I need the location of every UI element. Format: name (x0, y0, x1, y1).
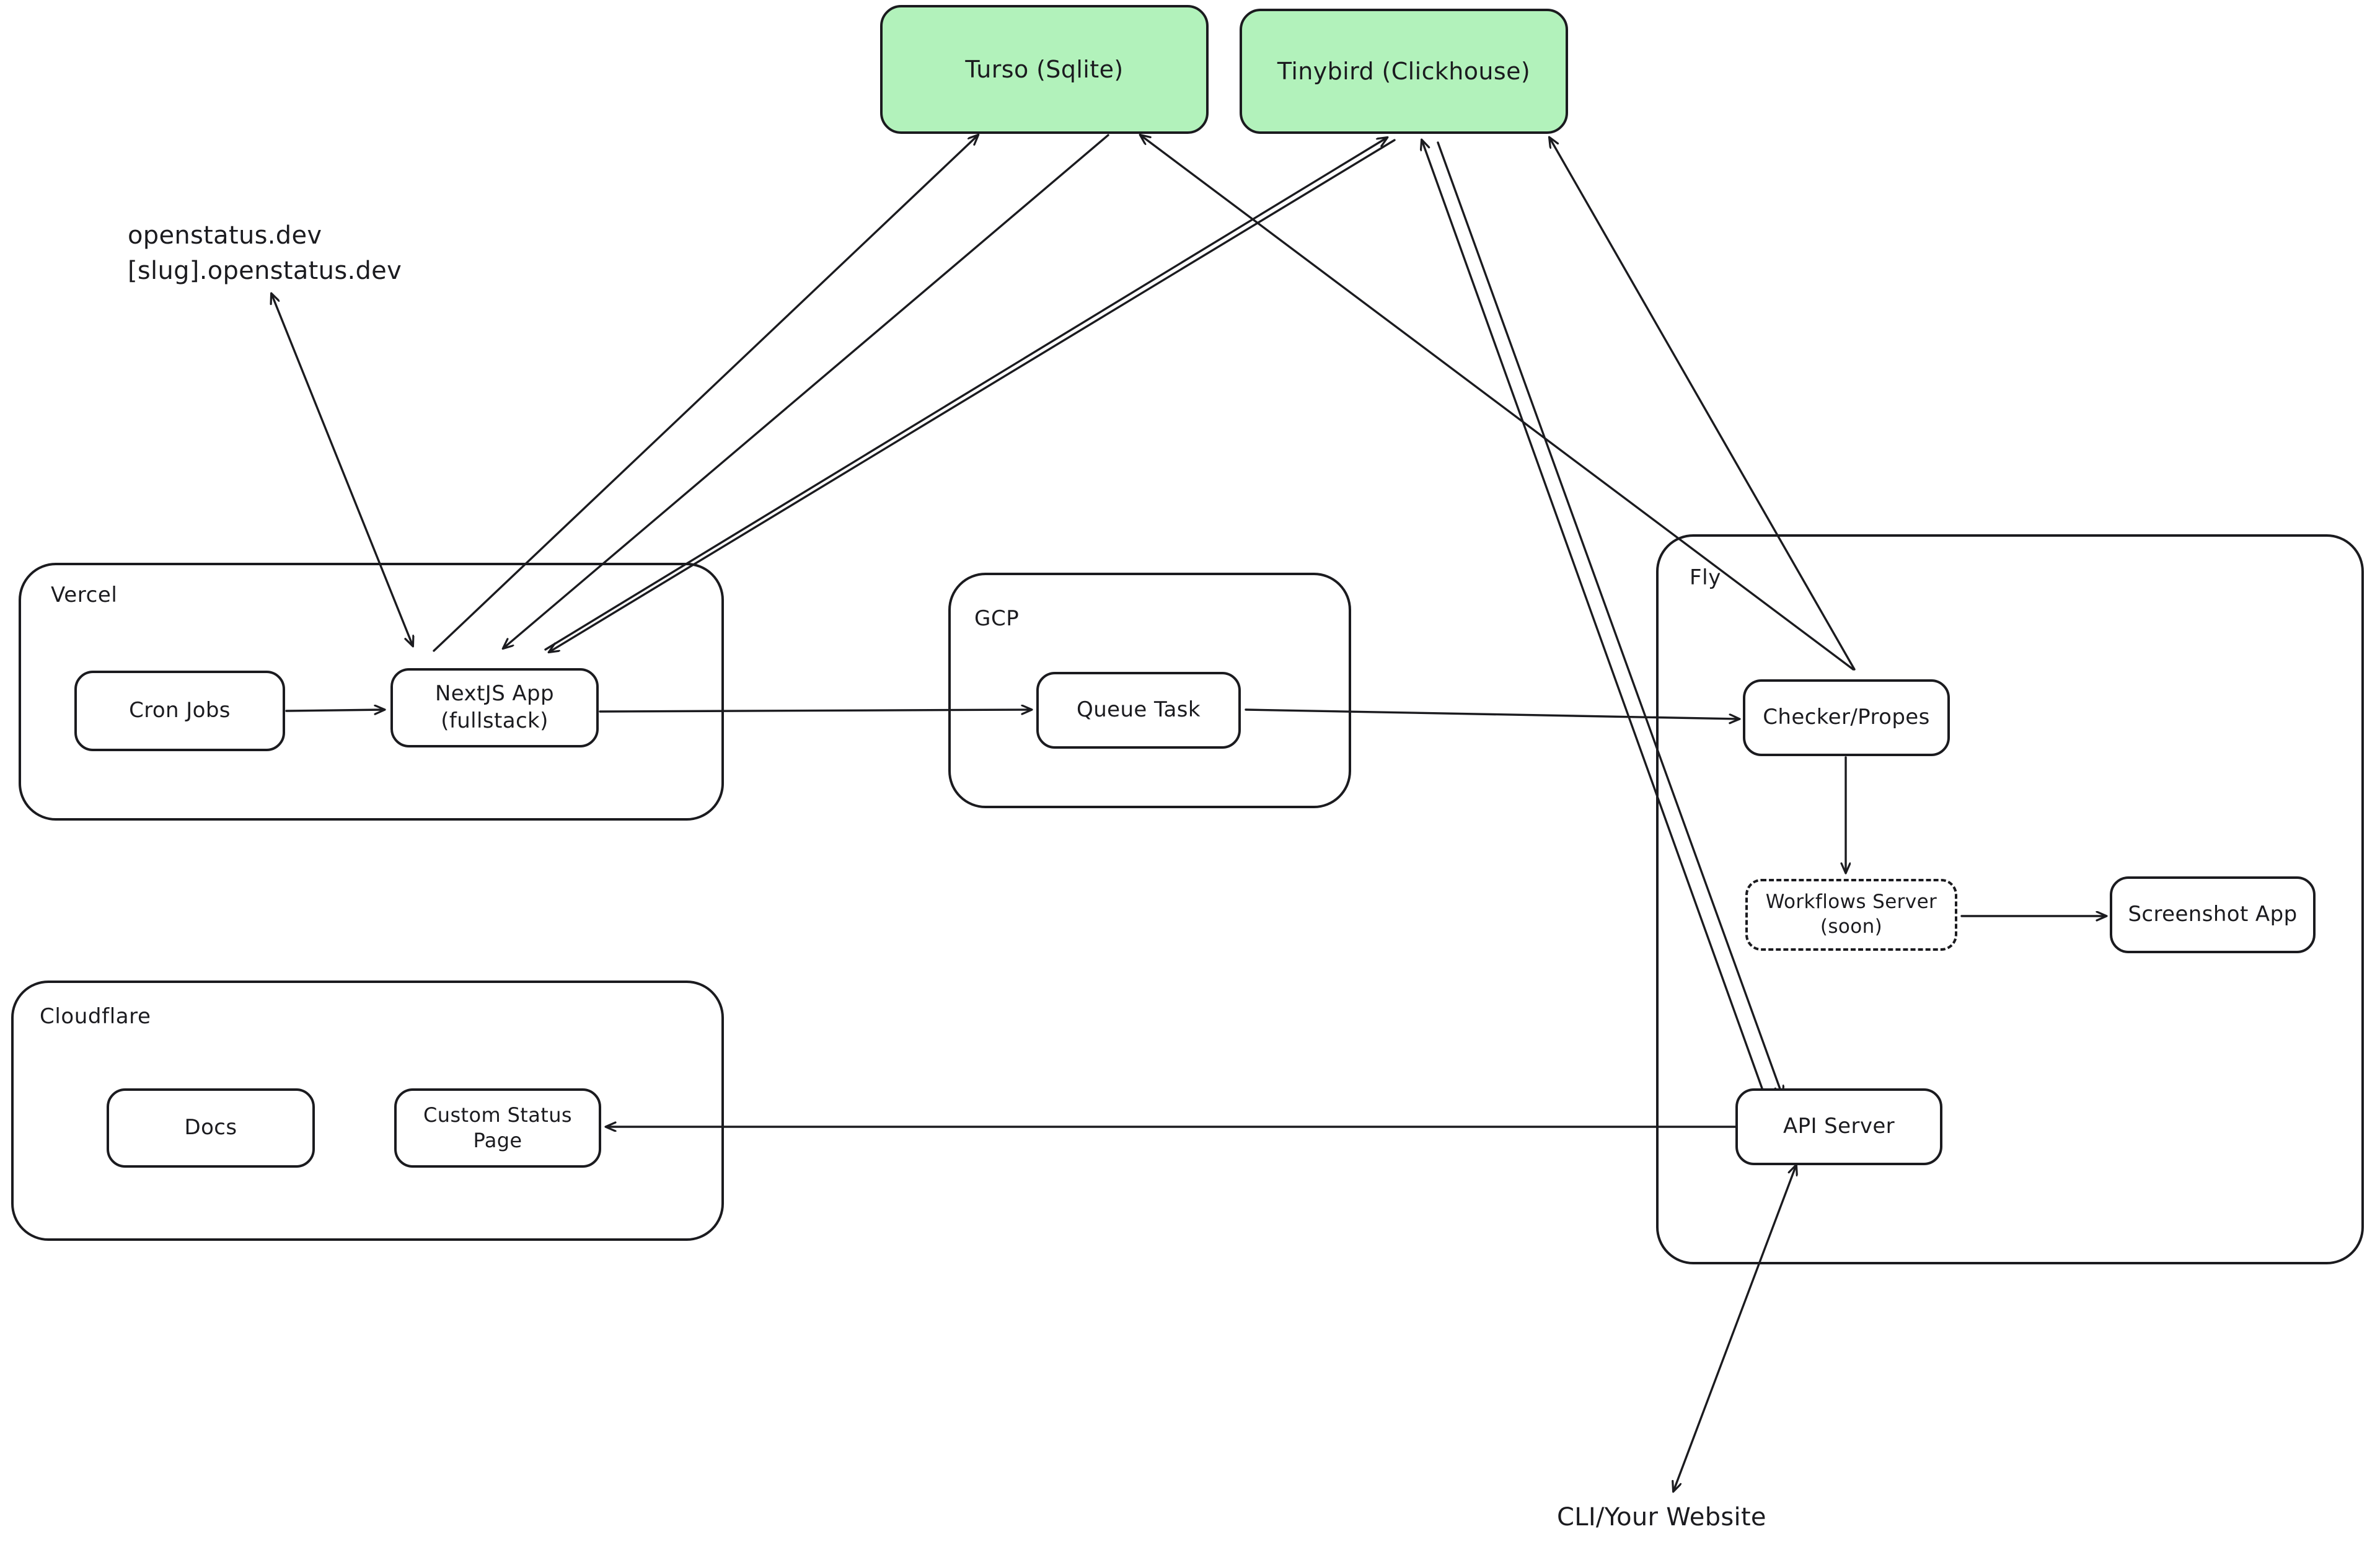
node-api-server-label: API Server (1783, 1114, 1895, 1139)
group-vercel (19, 563, 724, 821)
node-screenshot-app-label: Screenshot App (2128, 902, 2298, 927)
group-gcp-label: GCP (974, 606, 1020, 631)
node-workflows-server[interactable]: Workflows Server (soon) (1745, 879, 1957, 951)
group-fly-label: Fly (1690, 565, 1721, 590)
node-nextjs-app[interactable]: NextJS App (fullstack) (390, 668, 599, 747)
node-nextjs-app-label: NextJS App (fullstack) (434, 681, 555, 733)
datastore-tinybird-label: Tinybird (Clickhouse) (1277, 57, 1531, 85)
group-cloudflare-label: Cloudflare (40, 1004, 151, 1029)
datastore-tinybird[interactable]: Tinybird (Clickhouse) (1240, 9, 1568, 134)
cli-website-label: CLI/Your Website (1557, 1503, 1766, 1532)
group-vercel-label: Vercel (51, 583, 118, 607)
node-queue-task-label: Queue Task (1077, 697, 1201, 723)
node-custom-status-page[interactable]: Custom Status Page (394, 1088, 601, 1168)
node-docs[interactable]: Docs (107, 1088, 315, 1168)
group-cloudflare (11, 981, 724, 1241)
group-fly (1656, 534, 2364, 1264)
node-screenshot-app[interactable]: Screenshot App (2110, 876, 2316, 953)
node-workflows-server-label: Workflows Server (soon) (1765, 891, 1937, 938)
node-custom-status-page-label: Custom Status Page (423, 1103, 572, 1152)
datastore-turso-label: Turso (Sqlite) (965, 55, 1124, 83)
node-docs-label: Docs (184, 1115, 237, 1140)
datastore-turso[interactable]: Turso (Sqlite) (880, 5, 1209, 134)
domains-label: openstatus.dev [slug].openstatus.dev (128, 221, 402, 285)
node-checker-probes[interactable]: Checker/Propes (1743, 679, 1950, 756)
node-cron-jobs-label: Cron Jobs (129, 698, 231, 723)
node-cron-jobs[interactable]: Cron Jobs (74, 671, 285, 751)
node-queue-task[interactable]: Queue Task (1036, 672, 1241, 749)
group-gcp (948, 573, 1351, 808)
node-checker-probes-label: Checker/Propes (1763, 705, 1930, 730)
node-api-server[interactable]: API Server (1735, 1088, 1942, 1165)
